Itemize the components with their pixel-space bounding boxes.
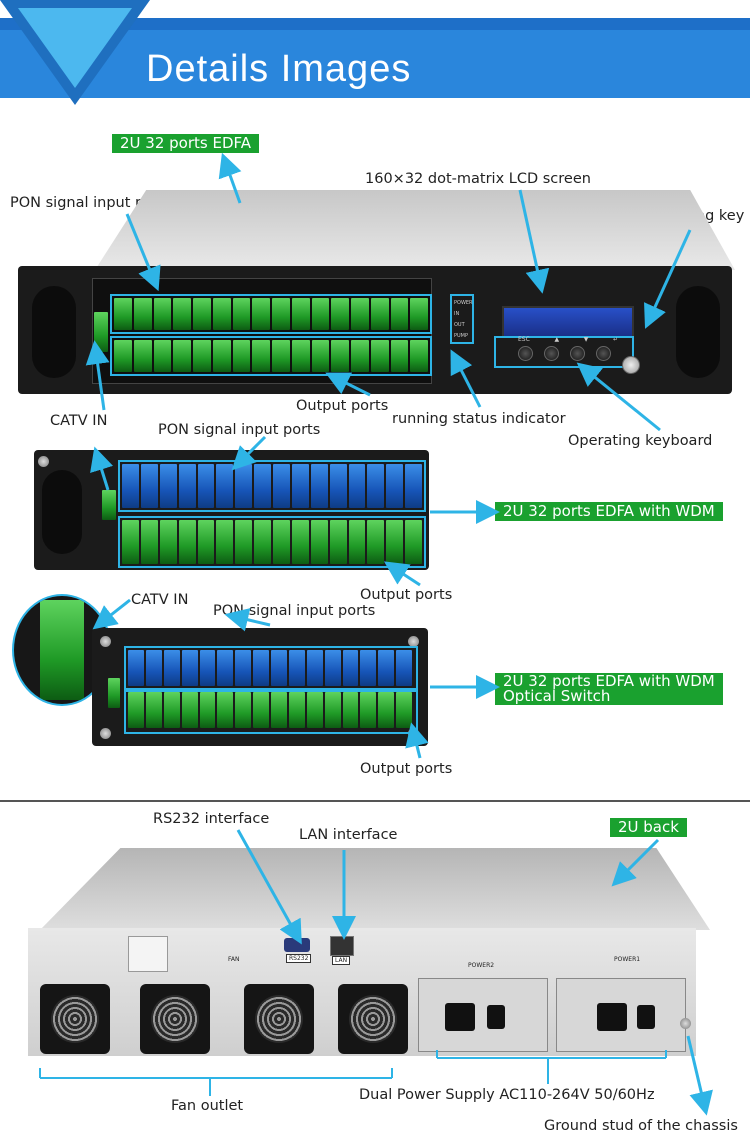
ground-stud	[680, 1018, 691, 1029]
fan-tag: FAN	[228, 956, 240, 963]
dual-power-label: Dual Power Supply AC110-264V 50/60Hz	[359, 1087, 655, 1103]
fan-3	[244, 984, 314, 1054]
down-key[interactable]	[570, 346, 585, 361]
edfa-wdm-panel	[34, 450, 429, 570]
catv-zoom-port	[40, 600, 84, 700]
wdm-badge: 2U 32 ports EDFA with WDM	[495, 502, 723, 521]
power-supply-2	[418, 978, 548, 1052]
status-indicator-label: running status indicator	[392, 411, 566, 427]
keyboard-highlight-box	[494, 336, 634, 368]
fan-outlet-label: Fan outlet	[171, 1098, 244, 1114]
led-highlight-box	[450, 294, 474, 344]
power-switch-1[interactable]	[637, 1005, 655, 1029]
back-chassis-top	[40, 848, 710, 930]
pon-input-label-2: PON signal input ports	[158, 422, 321, 438]
esc-key[interactable]	[518, 346, 533, 361]
pon-port-row	[114, 298, 428, 330]
wdm-switch-badge-line1: 2U 32 ports EDFA with WDM	[503, 672, 715, 690]
up-key[interactable]	[544, 346, 559, 361]
pon-input-label-3: PON signal input ports	[213, 603, 376, 619]
fan-1	[40, 984, 110, 1054]
ac-socket-1	[597, 1003, 627, 1031]
lan-label: LAN interface	[299, 827, 398, 843]
catv-in-port-2	[102, 490, 116, 520]
output-port-row	[114, 340, 428, 372]
fan-4	[338, 984, 408, 1054]
edfa-badge: 2U 32 ports EDFA	[112, 134, 260, 153]
ac-socket-2	[445, 1003, 475, 1031]
right-handle	[676, 286, 720, 378]
pump-switch-key[interactable]	[622, 356, 640, 374]
back-badge: 2U back	[610, 818, 687, 837]
pon-port-row-3	[128, 650, 412, 686]
fan-2	[140, 984, 210, 1054]
wdm-switch-badge-line2: Optical Switch	[503, 687, 611, 705]
back-panel: RS232 LAN FAN POWER2 POWER1	[28, 928, 696, 1056]
edfa-wdm-switch-panel	[92, 628, 428, 746]
output-port-row-2	[122, 520, 422, 564]
output-highlight-box	[110, 336, 432, 376]
output-ports-label: Output ports	[296, 398, 389, 414]
header-banner: Details Images	[0, 0, 750, 110]
header-graphic	[0, 0, 750, 105]
lcd-label: 160×32 dot-matrix LCD screen	[365, 171, 591, 187]
pon-highlight-box	[110, 294, 432, 334]
section-divider	[0, 800, 750, 802]
pon-port-row-2	[122, 464, 422, 508]
output-highlight-box-2	[118, 516, 426, 568]
keyboard-label: Operating keyboard	[568, 433, 713, 449]
wdm-switch-badge: 2U 32 ports EDFA with WDM Optical Switch	[495, 673, 723, 705]
catv-in-port-3	[108, 678, 120, 708]
pon-highlight-box-2	[118, 460, 426, 512]
chassis-top	[95, 190, 735, 270]
output-ports-label-2: Output ports	[360, 587, 453, 603]
page-title: Details Images	[146, 48, 412, 90]
pon-input-label: PON signal input ports	[10, 195, 173, 211]
lcd-screen	[502, 306, 634, 338]
output-highlight-box-3	[124, 690, 418, 734]
pon-highlight-box-3	[124, 646, 418, 690]
power2-tag: POWER2	[468, 962, 495, 969]
power-supply-1	[556, 978, 686, 1052]
catv-in-label: CATV IN	[50, 413, 108, 429]
warning-sticker	[128, 936, 168, 972]
output-ports-label-3: Output ports	[360, 761, 453, 777]
key-labels: ESC▲ ▼↵	[518, 336, 618, 343]
power-switch-2[interactable]	[487, 1005, 505, 1029]
output-port-row-3	[128, 692, 412, 728]
rs232-tag: RS232	[286, 954, 312, 963]
left-handle-2	[42, 470, 82, 554]
power1-tag: POWER1	[614, 956, 641, 963]
ground-stud-label: Ground stud of the chassis	[544, 1118, 738, 1134]
rs232-label: RS232 interface	[153, 811, 270, 827]
lan-tag: LAN	[332, 956, 351, 965]
enter-key[interactable]	[596, 346, 611, 361]
catv-in-label-3: CATV IN	[131, 592, 189, 608]
left-handle	[32, 286, 76, 378]
